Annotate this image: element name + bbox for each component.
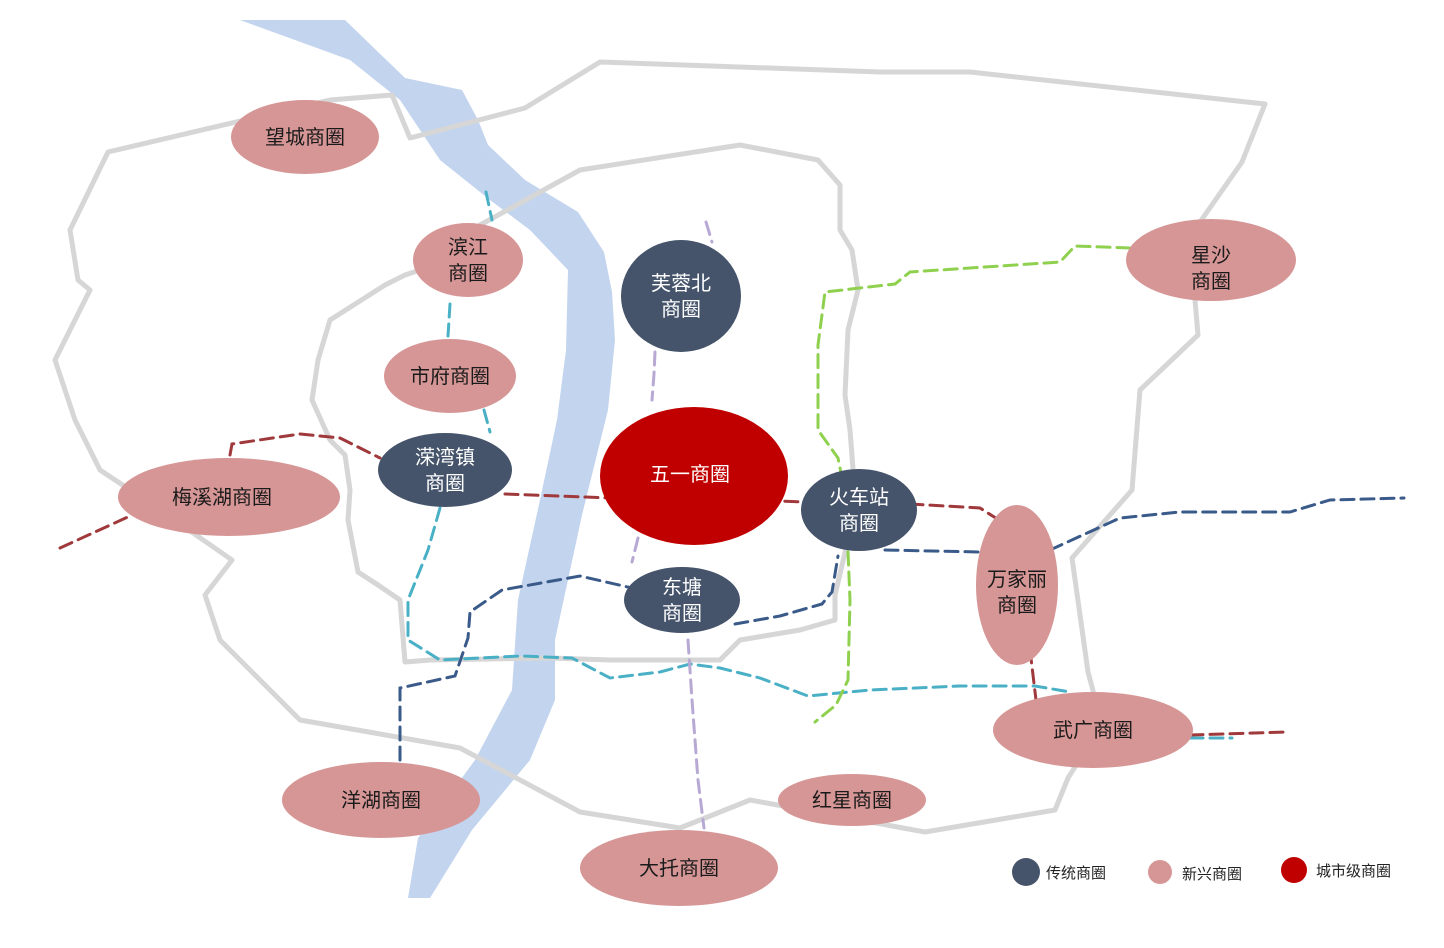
district-bubble[interactable] <box>384 339 516 413</box>
metro-line-teal <box>406 190 1234 740</box>
district-furongbei[interactable]: 芙蓉北商圈 <box>621 240 741 352</box>
district-label: 火车站商圈 <box>829 485 889 535</box>
district-label: 星沙商圈 <box>1191 243 1231 293</box>
district-bubbles: 望城商圈 滨江商圈 市府商圈 梅溪湖商圈 溁湾镇商圈 芙蓉北商圈 五一商圈 火 <box>118 100 1296 906</box>
inner-ring-road <box>309 142 861 665</box>
district-label: 大托商圈 <box>639 856 719 880</box>
district-bubble[interactable] <box>378 433 512 507</box>
district-wuyi[interactable]: 五一商圈 <box>600 407 788 545</box>
district-bubble[interactable] <box>600 407 788 545</box>
district-bubble[interactable] <box>282 762 480 838</box>
legend-item-emerging: 新兴商圈 <box>1148 860 1242 884</box>
district-label: 滨江商圈 <box>448 235 488 285</box>
outer-ring-road <box>52 59 1268 835</box>
district-bubble[interactable] <box>413 223 523 297</box>
district-bubble[interactable] <box>1126 219 1296 301</box>
district-label: 溁湾镇商圈 <box>415 445 475 495</box>
district-datuo[interactable]: 大托商圈 <box>580 830 778 906</box>
district-label: 望城商圈 <box>265 125 345 149</box>
legend: 传统商圈 新兴商圈 城市级商圈 <box>1012 857 1391 886</box>
district-dongtang[interactable]: 东塘商圈 <box>624 567 740 633</box>
district-yanghu[interactable]: 洋湖商圈 <box>282 762 480 838</box>
district-meixihu[interactable]: 梅溪湖商圈 <box>118 458 340 536</box>
district-xingsha[interactable]: 星沙商圈 <box>1126 219 1296 301</box>
legend-label-traditional: 传统商圈 <box>1046 864 1106 882</box>
district-label: 武广商圈 <box>1053 718 1133 742</box>
district-bubble[interactable] <box>621 240 741 352</box>
legend-swatch-emerging <box>1148 860 1172 884</box>
ring-roads <box>52 59 1268 835</box>
legend-swatch-city-level <box>1281 857 1307 883</box>
district-bubble[interactable] <box>624 567 740 633</box>
district-bubble[interactable] <box>231 100 379 174</box>
district-bubble[interactable] <box>580 830 778 906</box>
district-wangcheng[interactable]: 望城商圈 <box>231 100 379 174</box>
district-bubble[interactable] <box>778 774 926 826</box>
district-wuguang[interactable]: 武广商圈 <box>993 692 1193 768</box>
district-wanjiali[interactable]: 万家丽商圈 <box>976 505 1058 665</box>
district-bubble[interactable] <box>993 692 1193 768</box>
river <box>240 20 615 898</box>
district-label: 五一商圈 <box>650 462 730 486</box>
metro-line-navy <box>398 496 1406 762</box>
district-label: 万家丽商圈 <box>987 567 1047 617</box>
district-bubble[interactable] <box>976 505 1058 665</box>
district-label: 市府商圈 <box>410 364 490 388</box>
metro-line-green <box>813 244 1132 724</box>
district-binjiang[interactable]: 滨江商圈 <box>413 223 523 297</box>
district-label: 东塘商圈 <box>662 575 702 625</box>
district-bubble[interactable] <box>118 458 340 536</box>
legend-swatch-traditional <box>1012 858 1040 886</box>
district-luanwanzhen[interactable]: 溁湾镇商圈 <box>378 433 512 507</box>
district-label: 红星商圈 <box>812 788 892 812</box>
metro-line-lavender <box>630 220 714 830</box>
district-hongxing[interactable]: 红星商圈 <box>778 774 926 826</box>
legend-label-emerging: 新兴商圈 <box>1182 865 1242 883</box>
district-label: 梅溪湖商圈 <box>172 485 272 509</box>
district-bubble[interactable] <box>801 469 917 551</box>
district-shifu[interactable]: 市府商圈 <box>384 339 516 413</box>
district-label: 洋湖商圈 <box>341 788 421 812</box>
legend-item-traditional: 传统商圈 <box>1012 858 1106 886</box>
district-huochezhan[interactable]: 火车站商圈 <box>801 469 917 551</box>
legend-label-city-level: 城市级商圈 <box>1316 862 1391 880</box>
legend-item-city-level: 城市级商圈 <box>1281 857 1391 883</box>
district-label: 芙蓉北商圈 <box>651 271 711 321</box>
